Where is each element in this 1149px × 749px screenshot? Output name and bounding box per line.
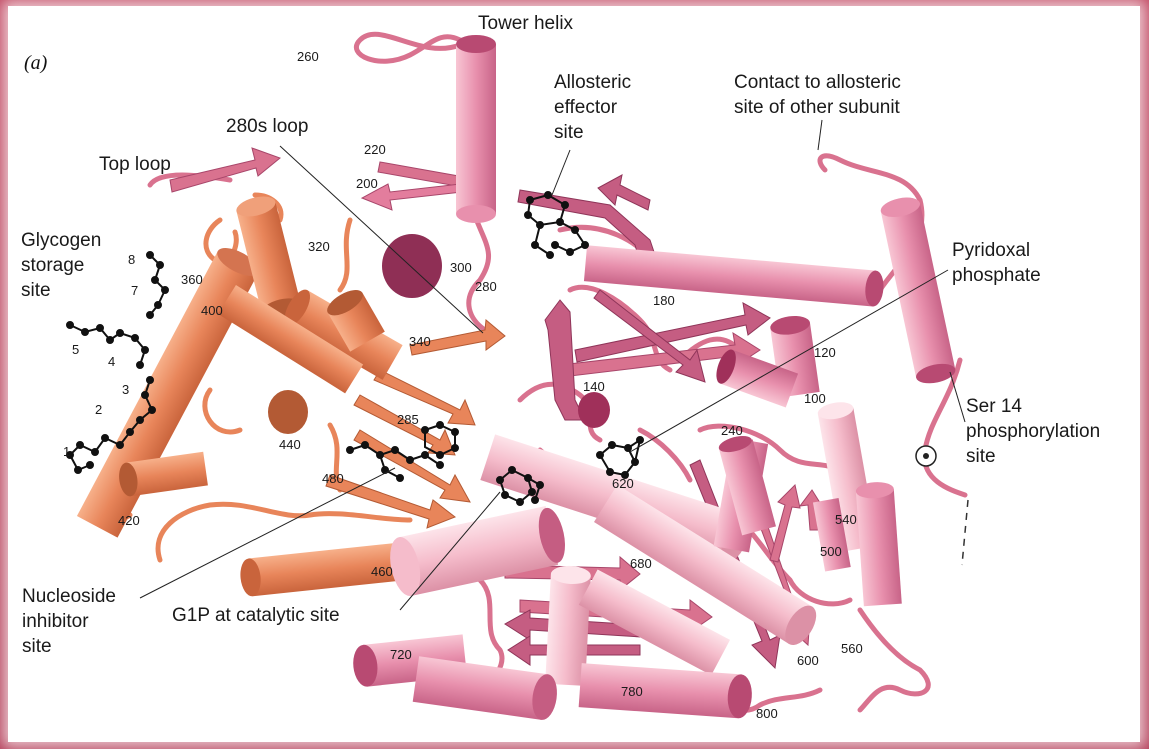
- panel-letter: (a): [24, 52, 47, 75]
- residue-560: 560: [841, 642, 863, 656]
- label-280s-loop: 280s loop: [226, 114, 308, 139]
- glycogen-site-number: 4: [108, 355, 115, 369]
- residue-600: 600: [797, 654, 819, 668]
- residue-260: 260: [297, 50, 319, 64]
- glycogen-site-number: 7: [131, 284, 138, 298]
- residue-620: 620: [612, 477, 634, 491]
- residue-360: 360: [181, 273, 203, 287]
- residue-540: 540: [835, 513, 857, 527]
- label-tower-helix: Tower helix: [478, 11, 573, 36]
- residue-280: 280: [475, 280, 497, 294]
- residue-480: 480: [322, 472, 344, 486]
- glycogen-site-number: 3: [122, 383, 129, 397]
- nucleoside-inhibitor-ligand: [347, 422, 458, 481]
- residue-340: 340: [409, 335, 431, 349]
- residue-285: 285: [397, 413, 419, 427]
- helix-end: [578, 392, 610, 428]
- residue-460: 460: [371, 565, 393, 579]
- residue-100: 100: [804, 392, 826, 406]
- helix-end: [382, 234, 442, 298]
- residue-440: 440: [279, 438, 301, 452]
- label-contact-allosteric-site: Contact to allosteric site of other subu…: [734, 70, 901, 120]
- glycogen-site-number: 5: [72, 343, 79, 357]
- label-allosteric-effector-site: Allosteric effector site: [554, 70, 631, 145]
- glycogen-site-number: 2: [95, 403, 102, 417]
- residue-140: 140: [583, 380, 605, 394]
- glycogen-site-number: 8: [128, 253, 135, 267]
- residue-220: 220: [364, 143, 386, 157]
- label-glycogen-storage-site: Glycogen storage site: [21, 228, 101, 303]
- residue-780: 780: [621, 685, 643, 699]
- residue-720: 720: [390, 648, 412, 662]
- residue-300: 300: [450, 261, 472, 275]
- label-g1p-catalytic-site: G1P at catalytic site: [172, 603, 340, 628]
- ser14-marker: [916, 446, 968, 565]
- helix: [584, 245, 885, 307]
- residue-500: 500: [820, 545, 842, 559]
- helix: [579, 663, 754, 719]
- beta-strand: [170, 148, 280, 192]
- label-ser14-phosphorylation-site: Ser 14 phosphorylation site: [966, 394, 1100, 469]
- residue-680: 680: [630, 557, 652, 571]
- residue-200: 200: [356, 177, 378, 191]
- helix: [879, 194, 957, 386]
- tower-helix: [456, 35, 496, 223]
- residue-800: 800: [756, 707, 778, 721]
- label-top-loop: Top loop: [99, 152, 171, 177]
- label-pyridoxal-phosphate: Pyridoxal phosphate: [952, 238, 1041, 288]
- figure-panel: (a) Tower helix Allosteric effector site…: [8, 6, 1140, 742]
- helix: [413, 656, 560, 721]
- residue-420: 420: [118, 514, 140, 528]
- residue-320: 320: [308, 240, 330, 254]
- label-nucleoside-inhibitor-site: Nucleoside inhibitor site: [22, 584, 116, 659]
- helix-end: [268, 390, 308, 434]
- residue-180: 180: [653, 294, 675, 308]
- glycogen-site-number: 1: [63, 445, 70, 459]
- residue-240: 240: [721, 424, 743, 438]
- residue-120: 120: [814, 346, 836, 360]
- residue-400: 400: [201, 304, 223, 318]
- helix: [855, 481, 901, 606]
